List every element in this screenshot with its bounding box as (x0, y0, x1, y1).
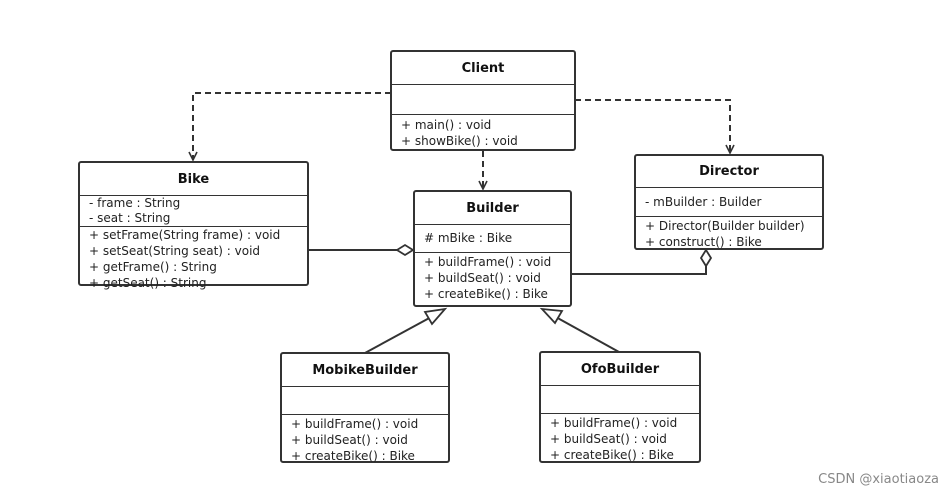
director-methods: + Director(Builder builder) + construct(… (636, 216, 822, 249)
ofo-builder-class-name: OfoBuilder (541, 353, 699, 386)
ofo-builder-methods: + buildFrame() : void + buildSeat() : vo… (541, 413, 699, 462)
client-methods: + main() : void + showBike() : void (392, 114, 574, 149)
generalization-triangle-mobike (423, 307, 448, 326)
client-attributes (392, 85, 574, 114)
bike-method: + getSeat() : String (89, 276, 207, 290)
mobike-builder-method: + buildFrame() : void (291, 417, 419, 431)
ofo-builder-method: + buildFrame() : void (550, 416, 678, 430)
director-method: + Director(Builder builder) (645, 219, 805, 233)
builder-class-name: Builder (415, 192, 570, 225)
bike-method: + getFrame() : String (89, 260, 217, 274)
client-method: + main() : void (401, 118, 492, 132)
ofo-builder-method: + buildSeat() : void (550, 432, 667, 446)
client-class[interactable]: Client + main() : void + showBike() : vo… (390, 50, 576, 151)
generalization-mobike-line (364, 315, 434, 354)
mobike-builder-method: + buildSeat() : void (291, 433, 408, 447)
director-attributes: - mBuilder : Builder (636, 188, 822, 216)
ofo-builder-class[interactable]: OfoBuilder + buildFrame() : void + build… (539, 351, 701, 463)
aggregation-director-builder-line (572, 266, 707, 275)
director-class[interactable]: Director - mBuilder : Builder + Director… (634, 154, 824, 250)
bike-method: + setFrame(String frame) : void (89, 228, 281, 242)
bike-class[interactable]: Bike - frame : String - seat : String + … (78, 161, 309, 290)
bike-attributes: - frame : String - seat : String (80, 196, 307, 226)
client-class-name: Client (392, 52, 574, 85)
mobike-builder-methods: + buildFrame() : void + buildSeat() : vo… (282, 414, 448, 463)
bike-attribute: - frame : String (89, 196, 181, 210)
builder-method: + buildFrame() : void (424, 255, 552, 269)
builder-attribute: # mBike : Bike (424, 231, 513, 245)
aggregation-diamond-builder (395, 243, 415, 257)
bike-attribute: - seat : String (89, 211, 171, 225)
aggregation-diamond-director (699, 248, 713, 268)
bike-method: + setSeat(String seat) : void (89, 244, 261, 258)
generalization-triangle-ofo (539, 307, 564, 325)
director-class-name: Director (636, 156, 822, 188)
mobike-builder-class-name: MobikeBuilder (282, 354, 448, 387)
builder-class[interactable]: Builder # mBike : Bike + buildFrame() : … (413, 190, 572, 307)
bike-class-name: Bike (80, 163, 307, 196)
mobike-builder-class[interactable]: MobikeBuilder + buildFrame() : void + bu… (280, 352, 450, 463)
builder-methods: + buildFrame() : void + buildSeat() : vo… (415, 252, 570, 305)
dependency-client-to-bike (193, 92, 391, 160)
director-attribute: - mBuilder : Builder (645, 195, 762, 209)
mobike-builder-method: + createBike() : Bike (291, 449, 415, 463)
builder-attributes: # mBike : Bike (415, 225, 570, 252)
watermark: CSDN @xiaotiaoza (818, 472, 939, 487)
builder-method: + buildSeat() : void (424, 271, 541, 285)
bike-methods: + setFrame(String frame) : void + setSea… (80, 226, 307, 290)
client-method: + showBike() : void (401, 134, 518, 148)
ofo-builder-attributes (541, 386, 699, 413)
ofo-builder-method: + createBike() : Bike (550, 448, 674, 462)
builder-method: + createBike() : Bike (424, 287, 548, 301)
generalization-ofo-line (553, 315, 620, 353)
dependency-client-to-director (575, 99, 730, 153)
mobike-builder-attributes (282, 387, 448, 414)
director-method: + construct() : Bike (645, 235, 762, 249)
